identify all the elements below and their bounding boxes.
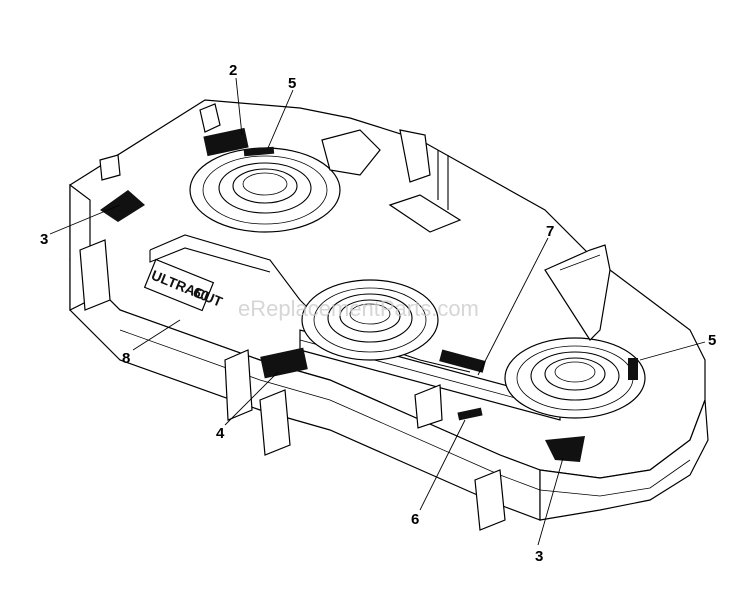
decal-label-spindle-left <box>243 146 275 157</box>
callout-5-right: 5 <box>708 332 716 349</box>
leader-lines <box>49 77 706 546</box>
spindle-center <box>301 279 439 361</box>
front-brackets <box>79 239 506 531</box>
callout-4: 4 <box>216 425 225 442</box>
decal-label-spindle-right <box>628 358 638 380</box>
watermark: eReplacementParts.com <box>238 296 479 321</box>
decal-small-front <box>457 407 483 421</box>
ultracut-size-text: 60 <box>191 284 212 305</box>
spindle-right <box>504 337 646 419</box>
callouts: 2 5 3 7 5 8 4 6 3 <box>40 62 716 565</box>
rear-mounting-brackets <box>99 103 611 341</box>
callout-2: 2 <box>229 62 237 79</box>
callout-7: 7 <box>546 223 554 240</box>
decal-warning-front <box>260 347 308 379</box>
callout-5-top: 5 <box>288 75 296 92</box>
callout-3-left: 3 <box>40 231 48 248</box>
decal-warning-rear <box>203 127 249 157</box>
decal-logo-right <box>545 436 585 462</box>
callout-3-bottom: 3 <box>535 548 543 565</box>
callout-8: 8 <box>122 350 130 367</box>
decal-grille <box>439 349 486 373</box>
callout-6: 6 <box>411 511 419 528</box>
spindle-left <box>189 147 341 233</box>
decal-logo-left <box>100 190 145 222</box>
